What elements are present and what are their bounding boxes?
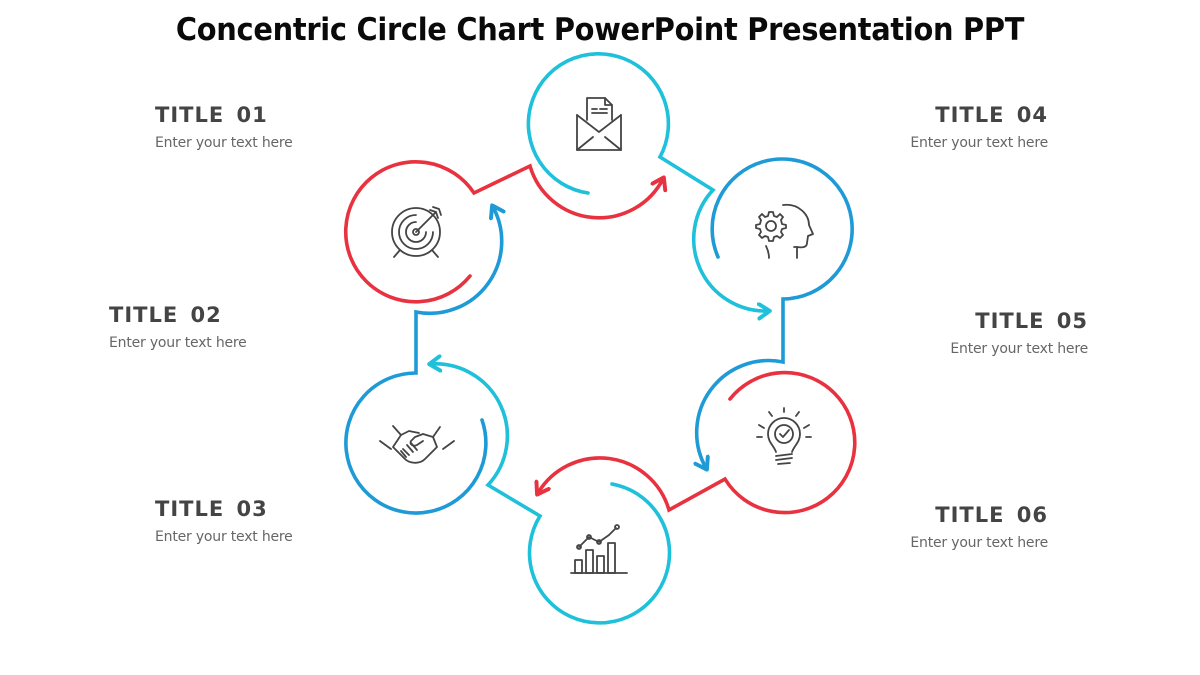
title-04-heading: TITLE 04	[935, 103, 1048, 127]
bar-chart-growth-icon	[570, 524, 628, 574]
label-title-04: TITLE 04 Enter your text here	[910, 103, 1048, 151]
circle-2-ring-teal	[526, 51, 768, 311]
label-title-01: TITLE 01 Enter your text here	[155, 103, 293, 151]
title-01-text: Enter your text here	[155, 135, 293, 151]
title-06-text: Enter your text here	[910, 535, 1048, 551]
circle-1-ring-red	[343, 159, 663, 304]
label-title-05: TITLE 05 Enter your text here	[950, 309, 1088, 357]
title-05-text: Enter your text here	[950, 341, 1088, 357]
label-title-06: TITLE 06 Enter your text here	[910, 503, 1048, 551]
envelope-document-icon	[576, 97, 622, 151]
title-06-heading: TITLE 06	[935, 503, 1048, 527]
circle-6-ring-blue	[344, 207, 502, 515]
page-title: Concentric Circle Chart PowerPoint Prese…	[175, 12, 1025, 48]
title-01-heading: TITLE 01	[155, 103, 268, 127]
title-02-heading: TITLE 02	[109, 303, 222, 327]
target-icon	[391, 206, 442, 258]
label-title-02: TITLE 02 Enter your text here	[109, 303, 247, 351]
handshake-icon	[379, 425, 455, 464]
label-title-03: TITLE 03 Enter your text here	[155, 497, 293, 545]
circle-5-ring-teal	[431, 364, 672, 625]
title-03-text: Enter your text here	[155, 529, 293, 545]
circle-4-ring-red	[538, 370, 857, 515]
circle-3-ring-blue	[697, 157, 854, 468]
lightbulb-check-icon	[756, 407, 812, 465]
title-04-text: Enter your text here	[910, 135, 1048, 151]
title-02-text: Enter your text here	[109, 335, 247, 351]
title-05-heading: TITLE 05	[975, 309, 1088, 333]
title-03-heading: TITLE 03	[155, 497, 268, 521]
head-gear-icon	[755, 203, 814, 259]
